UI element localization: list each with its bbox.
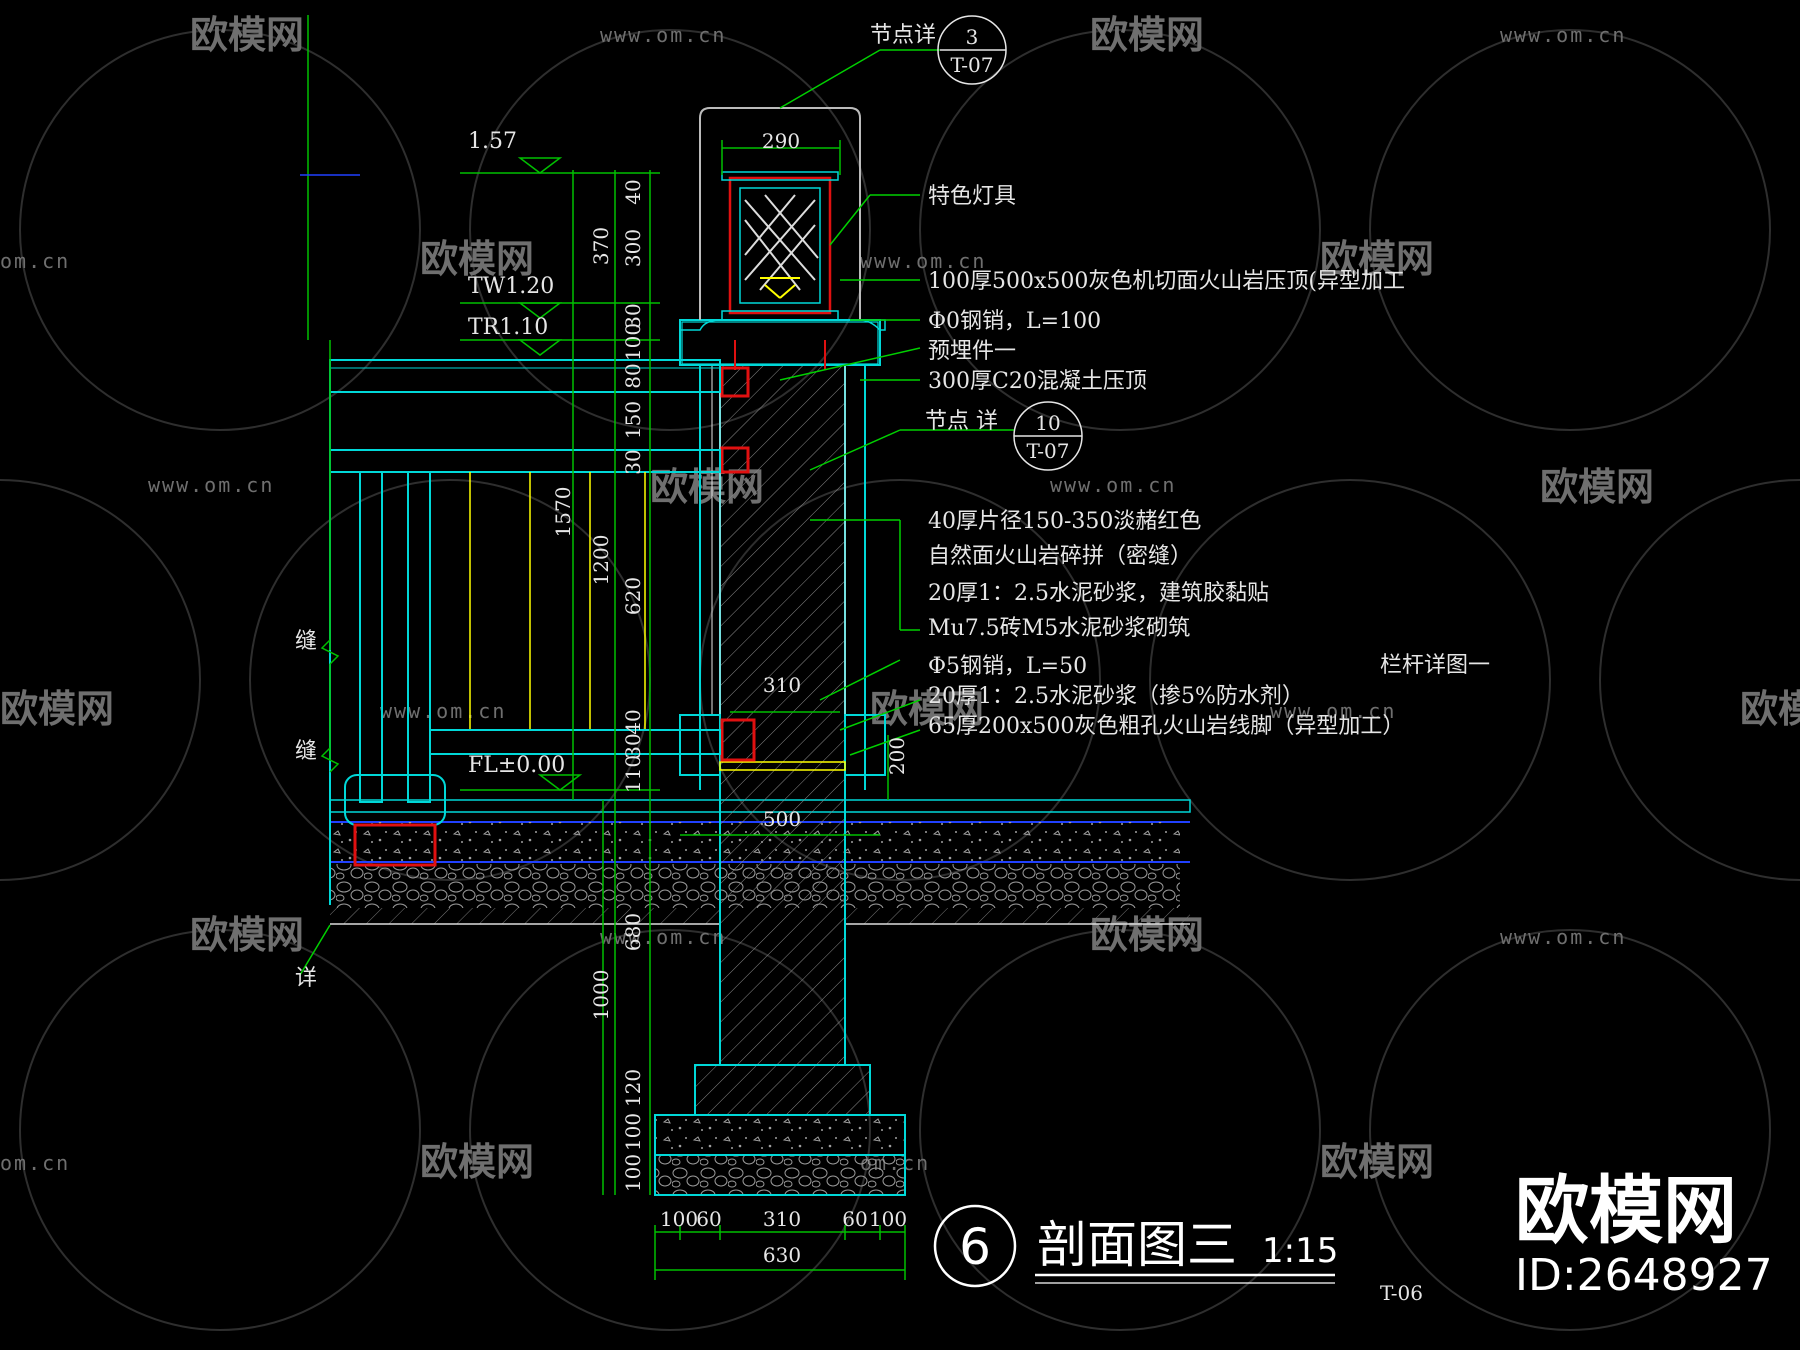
dim-bottom: 60 <box>842 1207 867 1231</box>
side-label: 缝 <box>295 739 317 764</box>
dim-v: 300 <box>621 229 645 267</box>
annotation: Φ5钢销，L=50 <box>928 654 1087 679</box>
wall-section <box>654 319 906 1196</box>
elevation-tr: TR1.10 <box>468 315 548 340</box>
callout-number: 10 <box>1035 411 1060 435</box>
watermark-logo: 欧模网 <box>190 13 304 57</box>
watermark-url: www.om.cn <box>1050 473 1176 497</box>
callout-node-10[interactable]: 10 T-07 节点 详 <box>925 401 1083 471</box>
dimension-text: 290 310 500 40 300 30 100 80 150 30 620 … <box>551 129 909 1267</box>
watermark-url: www.om.cn <box>600 23 726 47</box>
watermark-logo: 欧模网 <box>1320 1140 1434 1184</box>
dim-v-outer: 680 <box>621 913 645 951</box>
callout-number: 3 <box>966 25 979 49</box>
callout-sheet: T-07 <box>1027 439 1070 463</box>
dim-v-outer: 1570 <box>551 487 575 538</box>
watermark-circles <box>0 29 1800 1331</box>
dim-v: 80 <box>621 363 645 388</box>
dim-bottom: 310 <box>763 1207 801 1231</box>
dim-v-outer: 120 <box>621 1069 645 1107</box>
dim-v-outer: 100 <box>621 1154 645 1192</box>
annotation: 自然面火山岩碎拼（密缝） <box>928 544 1192 569</box>
annotation: 65厚200x500灰色粗孔火山岩线脚（异型加工） <box>928 714 1404 739</box>
elevation-markers: 1.57 TW1.20 TR1.10 FL±0.00 <box>468 129 583 791</box>
dim-bottom: 60 <box>696 1207 721 1231</box>
callout-label: 节点详 <box>870 23 936 48</box>
elevation-fl: FL±0.00 <box>468 753 565 778</box>
sheet-code: T-06 <box>1380 1281 1423 1305</box>
dim-v: 620 <box>621 577 645 615</box>
dim-v: 150 <box>621 401 645 439</box>
dim-base-width: 500 <box>763 807 801 831</box>
drawing-title: 6 剖面图三 1:15 T-06 <box>933 1204 1423 1305</box>
dim-v-outer: 370 <box>589 227 613 265</box>
callout-label: 节点 详 <box>925 409 998 434</box>
annotation: 300厚C20混凝土压顶 <box>928 369 1147 394</box>
watermark-logo: 欧模网 <box>0 687 114 731</box>
dim-v-outer: 1200 <box>589 535 613 586</box>
side-label: 缝 <box>295 629 317 654</box>
section-number: 6 <box>959 1218 991 1276</box>
annotation: 100厚500x500灰色机切面火山岩压顶(异型加工 <box>928 269 1405 294</box>
watermark-url: www.om.cn <box>600 925 726 949</box>
annotation: 20厚1：2.5水泥砂浆（掺5%防水剂） <box>928 684 1304 709</box>
watermark-logo: 欧模网 <box>420 1140 534 1184</box>
dim-v: 40 <box>621 709 645 734</box>
annotation: 特色灯具 <box>928 184 1016 209</box>
watermark-url: www.om.cn <box>1500 925 1626 949</box>
watermark-url: www.om.cn <box>1270 699 1396 723</box>
dim-v-outer: 100 <box>621 1113 645 1151</box>
annotation: 预埋件一 <box>928 339 1016 364</box>
annotation: Mu7.5砖M5水泥砂浆砌筑 <box>928 616 1190 641</box>
leader-lines <box>299 49 1015 976</box>
watermark-logo: 欧模网 <box>1540 465 1654 509</box>
brand-id: ID:2648927 <box>1515 1250 1773 1301</box>
watermark-url: www.om.cn <box>1500 23 1626 47</box>
dim-v: 30 <box>621 303 645 328</box>
side-label: 详 <box>295 966 317 991</box>
brand-watermark: 欧模网 ID:2648927 <box>1515 1168 1773 1301</box>
watermark-url: om.cn <box>0 249 70 273</box>
dim-wall-width: 310 <box>763 673 801 697</box>
watermark-logo: 欧模网 <box>1320 237 1434 281</box>
watermark-logo: 欧模网 <box>420 237 534 281</box>
material-annotations: 特色灯具 100厚500x500灰色机切面火山岩压顶(异型加工 Φ0钢销，L=1… <box>928 184 1405 739</box>
elevation-tw: TW1.20 <box>468 274 554 299</box>
annotation: 20厚1：2.5水泥砂浆，建筑胶黏贴 <box>928 581 1269 606</box>
drawing-title-text: 剖面图三 <box>1037 1216 1237 1274</box>
dim-right-200: 200 <box>885 737 909 775</box>
elevation-top: 1.57 <box>468 129 517 154</box>
callout-sheet: T-07 <box>951 53 994 77</box>
watermark-url: om.cn <box>0 1151 70 1175</box>
dim-v-outer: 1000 <box>589 970 613 1021</box>
watermark-logo: 欧模网 <box>870 687 984 731</box>
drawing-scale: 1:15 <box>1262 1231 1338 1271</box>
break-line <box>300 15 360 773</box>
annotation: 40厚片径150-350淡赭红色 <box>928 509 1201 534</box>
watermark-logo: 欧模网 <box>1090 13 1204 57</box>
dim-v: 110 <box>621 755 645 793</box>
callout-node-3[interactable]: 3 T-07 节点详 <box>870 15 1007 85</box>
dim-v: 40 <box>621 179 645 204</box>
annotation: Φ0钢销，L=100 <box>928 309 1101 334</box>
dim-bottom-total: 630 <box>763 1243 801 1267</box>
watermark-url: www.om.cn <box>860 249 986 273</box>
dim-v: 30 <box>621 733 645 758</box>
railing-detail-label: 栏杆详图一 <box>1380 653 1490 678</box>
watermark-url: www.om.cn <box>380 699 506 723</box>
watermark-logo: 欧模网 <box>1740 687 1800 731</box>
dim-v: 100 <box>621 323 645 361</box>
dim-top-width: 290 <box>762 129 800 153</box>
watermark-url: www.om.cn <box>148 473 274 497</box>
dim-bottom: 100 <box>869 1207 907 1231</box>
dim-bottom: 100 <box>660 1207 698 1231</box>
dim-v: 30 <box>621 449 645 474</box>
watermark-logo: 欧模网 <box>190 913 304 957</box>
brand-logo: 欧模网 <box>1515 1168 1737 1254</box>
